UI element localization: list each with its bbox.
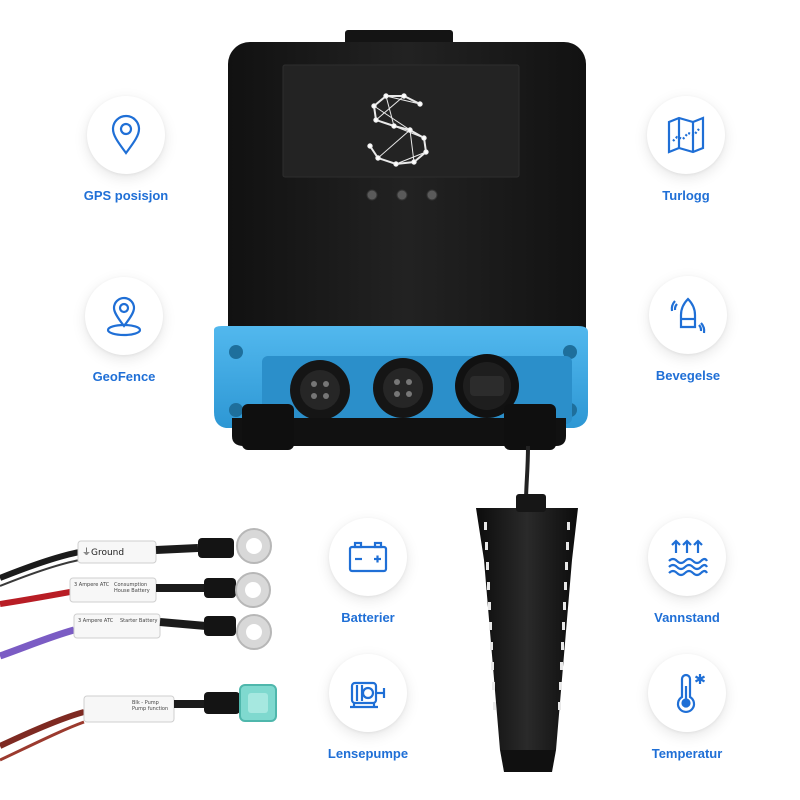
feature-geofence-circle [85,277,163,355]
pump-motor-icon [350,681,386,709]
feature-gps-circle [87,96,165,174]
thermometer-icon [676,673,706,714]
connector-3 [455,354,519,418]
cable-house-battery [0,572,271,608]
feature-bevegelse: Bevegelse [628,276,748,383]
map-pin-icon [111,114,141,155]
feature-geofence-label: GeoFence [92,369,156,384]
cable-pump [0,684,277,762]
feature-batterier-label: Batterier [341,610,395,625]
sensor-cable [524,445,530,503]
device-screen [282,64,520,178]
map-icon [667,116,705,154]
battery-icon [348,541,388,573]
brand-logo-icon [367,93,429,167]
feature-batterier: Batterier [308,518,428,625]
connector-2 [373,358,433,418]
pump-tag-label: Blk - Pump Pump function [132,700,169,712]
geofence-pin-icon [106,296,142,337]
connector-1 [290,360,350,420]
feature-turlogg: Turlogg [626,96,746,203]
water-sensor [476,494,578,772]
feature-batterier-circle [329,518,407,596]
water-level-icon [668,539,708,577]
starter-battery-tag-left: 3 Ampere ATC [78,618,114,624]
boat-motion-icon [670,297,706,334]
feature-gps-label: GPS posisjon [83,188,169,203]
feature-vannstand-circle [648,518,726,596]
feature-temperatur-circle [648,654,726,732]
feature-geofence: GeoFence [64,277,184,384]
feature-vannstand: Vannstand [627,518,747,625]
feature-vannstand-label: Vannstand [654,610,720,625]
feature-lensepumpe-circle [329,654,407,732]
feature-lensepumpe-label: Lensepumpe [327,746,409,761]
house-battery-tag-right: Consumption House Battery [114,582,150,594]
feature-bevegelse-circle [649,276,727,354]
feature-bevegelse-label: Bevegelse [655,368,721,383]
status-led-1 [366,189,378,201]
feature-gps: GPS posisjon [66,96,186,203]
house-battery-tag-left: 3 Ampere ATC [74,582,110,588]
status-led-2 [396,189,408,201]
starter-battery-tag-right: Starter Battery [120,618,158,624]
status-led-3 [426,189,438,201]
cable-ground [0,528,272,587]
feature-lensepumpe: Lensepumpe [308,654,428,761]
ground-tag-label: ⏚Ground [82,548,125,558]
feature-turlogg-label: Turlogg [662,188,710,203]
feature-turlogg-circle [647,96,725,174]
cable-starter-battery [0,613,272,660]
feature-temperatur: Temperatur [627,654,747,761]
device-foot [232,418,566,446]
feature-temperatur-label: Temperatur [651,746,723,761]
